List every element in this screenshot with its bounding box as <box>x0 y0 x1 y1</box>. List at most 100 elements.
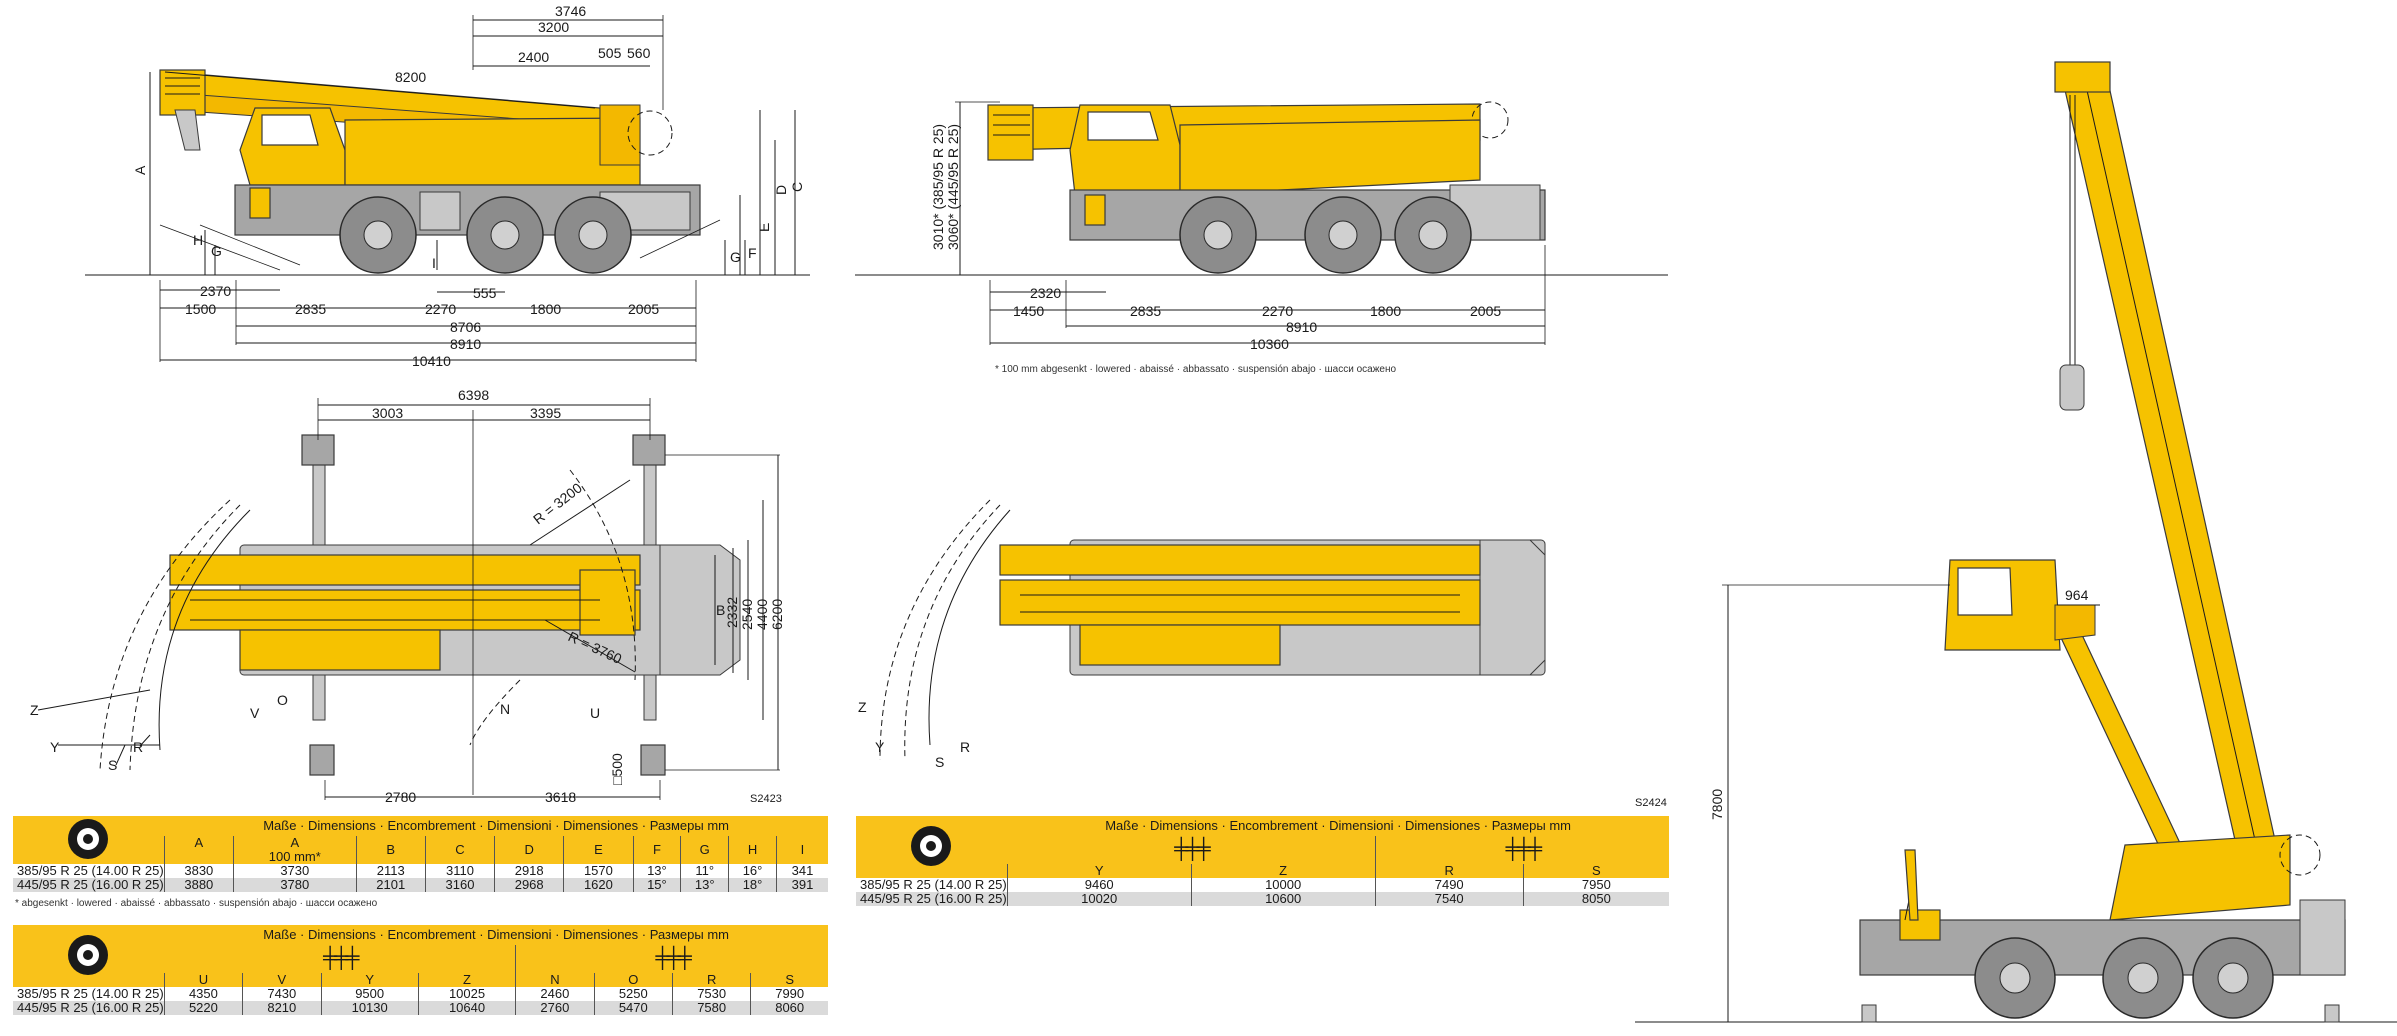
col-F: F <box>632 836 681 864</box>
dim-D: D <box>773 185 789 195</box>
dim-C: C <box>789 182 805 192</box>
dimensions-table-3: Maße · Dimensions · Encombrement · Dimen… <box>856 816 1669 906</box>
col-Y: Y <box>320 973 419 987</box>
tire-cell <box>856 816 1008 878</box>
dim-G-left: G <box>211 243 222 259</box>
col-S: S <box>750 973 828 987</box>
drawing-code-S2423: S2423 <box>750 793 782 805</box>
dim-2835-b: 2835 <box>1130 303 1161 319</box>
tire-cell <box>13 925 165 987</box>
dim-E: E <box>756 223 772 232</box>
axle-group-2: ╪╪╪ <box>515 945 828 973</box>
table-title: Maße · Dimensions · Encombrement · Dimen… <box>1105 818 1572 833</box>
dim-3003: 3003 <box>372 405 403 421</box>
dim-2370: 2370 <box>200 283 231 299</box>
dim-3746: 3746 <box>555 3 586 19</box>
dim-964: 964 <box>2065 587 2089 603</box>
col-B: B <box>355 836 426 864</box>
dimensions-table-1: Maße · Dimensions · Encombrement · Dimen… <box>13 816 828 892</box>
radius-3200: R = 3200 <box>530 479 585 527</box>
dim-I: I <box>432 255 436 271</box>
table-row: 385/95 R 25 (14.00 R 25) 3830 3730 2113 … <box>13 864 828 878</box>
axle-group-1: ╪╪╪ <box>164 945 515 973</box>
dim-2005: 2005 <box>628 301 659 317</box>
letter-Z-2: Z <box>858 699 867 715</box>
tire-icon <box>68 818 109 859</box>
dim-2400: 2400 <box>518 49 549 65</box>
letter-Z: Z <box>30 702 39 718</box>
axle-steering-icon: ╪╪╪ <box>1174 838 1210 860</box>
letter-S-2: S <box>935 754 944 770</box>
letter-N: N <box>500 701 510 717</box>
dim-2540: 2540 <box>739 599 755 630</box>
dim-3395: 3395 <box>530 405 561 421</box>
dim-square-500: □500 <box>609 753 625 785</box>
table-title: Maße · Dimensions · Encombrement · Dimen… <box>263 927 730 942</box>
table1-footnote: * abgesenkt · lowered · abaissé · abbass… <box>15 898 378 909</box>
letter-Y-2: Y <box>875 739 885 755</box>
col-V: V <box>242 973 321 987</box>
letter-U: U <box>590 705 600 721</box>
dim-3060: 3060* (445/95 R 25) <box>945 124 961 250</box>
dim-2332: 2332 <box>724 597 740 628</box>
dim-8200: 8200 <box>395 69 426 85</box>
letter-O: O <box>277 692 288 708</box>
letter-S: S <box>108 757 117 773</box>
table-title: Maße · Dimensions · Encombrement · Dimen… <box>263 818 730 833</box>
dim-4400: 4400 <box>754 599 770 630</box>
dim-A: A <box>132 165 148 175</box>
dim-6200: 6200 <box>769 599 785 630</box>
axle-group-1: ╪╪╪ <box>1007 836 1375 864</box>
dim-2780: 2780 <box>385 789 416 805</box>
letter-Y: Y <box>50 739 60 755</box>
tire-icon <box>911 825 952 866</box>
table-row: 385/95 R 25 (14.00 R 25) 9460 10000 7490… <box>856 878 1669 892</box>
top-view-drawing-1: 6398 3003 3395 R = 3200 R = 3760 B 2332 … <box>30 387 785 805</box>
col-C: C <box>424 836 495 864</box>
dim-G-right: G <box>730 249 741 265</box>
col-S: S <box>1522 864 1669 878</box>
erected-crane-drawing: 964 7800 <box>1635 61 2397 1023</box>
col-Y: Y <box>1006 864 1192 878</box>
dim-505: 505 <box>598 45 622 61</box>
dim-3200: 3200 <box>538 19 569 35</box>
dim-2835: 2835 <box>295 301 326 317</box>
axle-steering-icon: ╪╪╪ <box>655 947 691 969</box>
col-I: I <box>775 836 828 864</box>
col-H: H <box>728 836 777 864</box>
dim-7800: 7800 <box>1709 789 1725 820</box>
letter-V: V <box>250 705 260 721</box>
dim-8910: 8910 <box>450 336 481 352</box>
col-E: E <box>563 836 634 864</box>
dim-10410: 10410 <box>412 353 451 369</box>
table-row: 445/95 R 25 (16.00 R 25) 5220 8210 10130… <box>13 1001 828 1015</box>
col-R: R <box>1374 864 1524 878</box>
dim-1500: 1500 <box>185 301 216 317</box>
axle-steering-icon: ╪╪╪ <box>322 947 359 969</box>
axle-group-2: ╪╪╪ <box>1374 836 1669 864</box>
letter-R: R <box>133 739 143 755</box>
col-U: U <box>163 973 243 987</box>
dim-B: B <box>716 602 725 618</box>
dim-3010: 3010* (385/95 R 25) <box>930 124 946 250</box>
dimensions-table-2: Maße · Dimensions · Encombrement · Dimen… <box>13 925 828 1015</box>
drawing-code-S2424: S2424 <box>1635 797 1667 809</box>
dim-1800: 1800 <box>530 301 561 317</box>
dim-H: H <box>193 232 203 248</box>
dim-555: 555 <box>473 285 497 301</box>
dim-1800-b: 1800 <box>1370 303 1401 319</box>
dim-6398: 6398 <box>458 387 489 403</box>
dim-F: F <box>748 245 757 261</box>
axle-steering-icon: ╪╪╪ <box>1505 838 1542 860</box>
col-A-subheader: 100 mm* <box>232 850 357 864</box>
dim-2270-b: 2270 <box>1262 303 1293 319</box>
col-Z: Z <box>417 973 516 987</box>
side-view-drawing-1: D C E F G A H G I 3746 3200 2400 505 560… <box>85 3 810 369</box>
col-Z: Z <box>1190 864 1376 878</box>
col-G: G <box>680 836 729 864</box>
tire-icon <box>68 934 109 975</box>
dim-10360: 10360 <box>1250 336 1289 352</box>
table-row: 385/95 R 25 (14.00 R 25) 4350 7430 9500 … <box>13 987 828 1001</box>
dim-2005-b: 2005 <box>1470 303 1501 319</box>
